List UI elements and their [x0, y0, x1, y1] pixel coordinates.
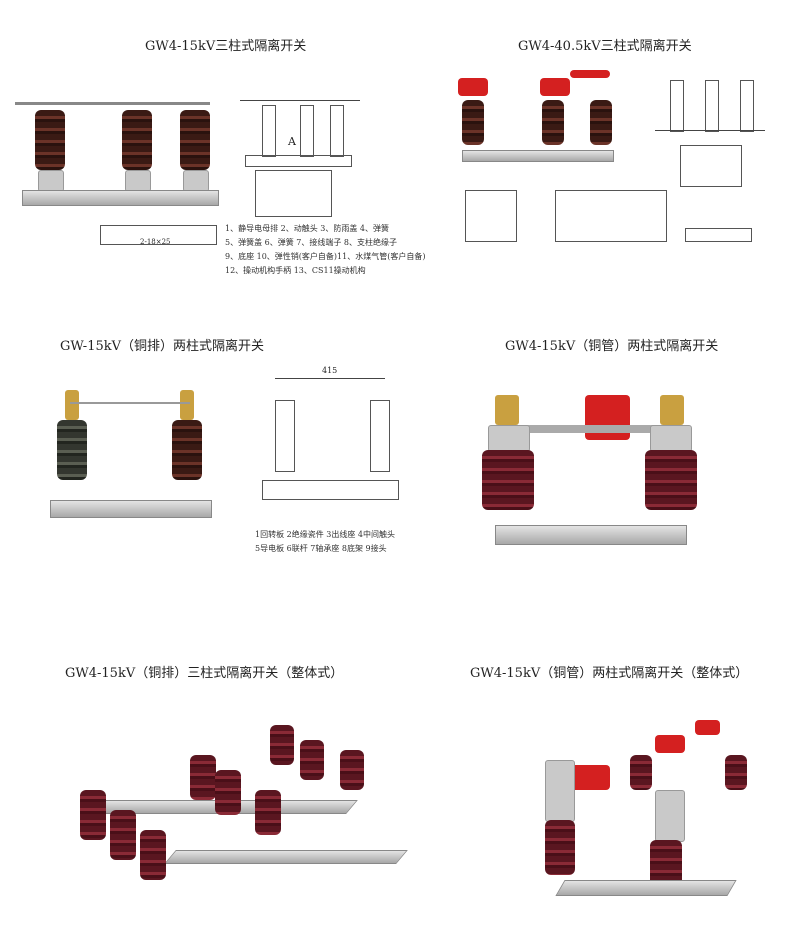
panel-title-1: GW4-15kV三柱式隔离开关	[145, 39, 307, 54]
section-marker: A	[288, 135, 296, 148]
hole-label: 2-18×25	[140, 238, 171, 246]
legend-line: 1回转板 2绝缘瓷件 3出线座 4中间触头	[255, 530, 395, 539]
legend-line: 5导电板 6联杆 7轴承座 8底架 9接头	[255, 544, 387, 553]
panel-title-4: GW4-15kV（铜管）两柱式隔离开关	[505, 339, 719, 354]
panel-title-2: GW4-40.5kV三柱式隔离开关	[518, 39, 692, 54]
panel-title-3: GW-15kV（铜排）两柱式隔离开关	[60, 339, 265, 354]
legend-line: 5、弹簧盖 6、弹簧 7、接线端子 8、支柱绝缘子	[225, 238, 397, 247]
panel-title-6: GW4-15kV（铜管）两柱式隔离开关（整体式）	[470, 666, 749, 681]
parts-legend-3: 1回转板 2绝缘瓷件 3出线座 4中间触头 5导电板 6联杆 7轴承座 8底架 …	[255, 528, 395, 556]
dimension-label: 415	[322, 366, 338, 375]
parts-legend-1: 1、静导电母排 2、动触头 3、防雨盖 4、弹簧 5、弹簧盖 6、弹簧 7、接线…	[225, 222, 425, 278]
legend-line: 1、静导电母排 2、动触头 3、防雨盖 4、弹簧	[225, 224, 389, 233]
panel-title-5: GW4-15kV（铜排）三柱式隔离开关（整体式）	[65, 666, 344, 681]
legend-line: 12、操动机构手柄 13、CS11操动机构	[225, 266, 366, 275]
legend-line: 9、底座 10、弹性销(客户自备)11、水煤气管(客户自备)	[225, 252, 426, 261]
